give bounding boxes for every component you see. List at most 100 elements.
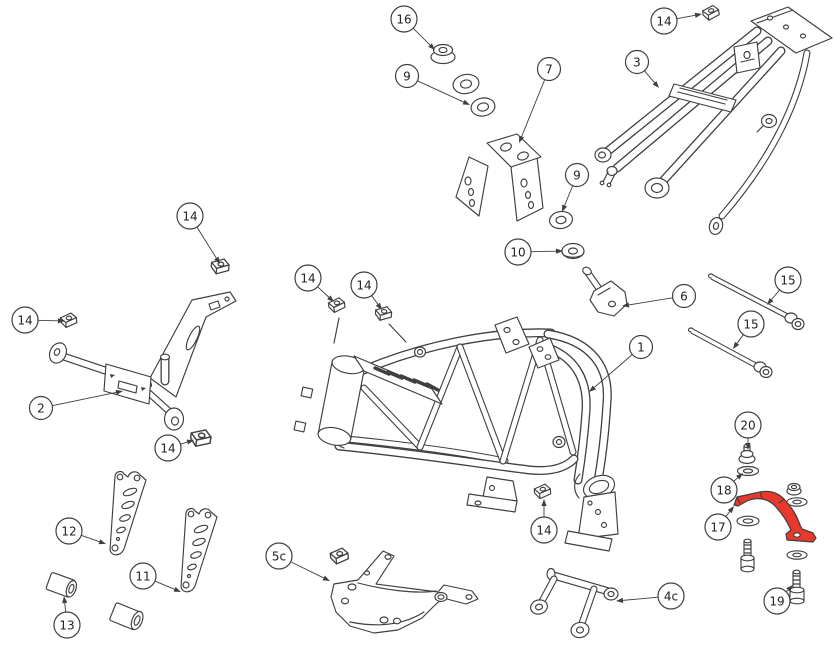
callout-15[interactable]: 15 (733, 310, 765, 349)
callout-balloon[interactable] (350, 271, 378, 299)
callout-17[interactable]: 17 (704, 506, 734, 541)
callout-14[interactable]: 14 (650, 7, 702, 35)
leader-line (593, 354, 633, 388)
part-clip-nuts-14 (59, 4, 721, 565)
leader-line (530, 250, 557, 253)
callout-balloon[interactable] (530, 516, 558, 544)
callout-11[interactable]: 11 (129, 562, 181, 592)
leader-arrow (98, 539, 106, 545)
callout-16[interactable]: 16 (390, 5, 435, 50)
callout-balloon[interactable] (390, 5, 418, 33)
callout-1[interactable]: 1 (589, 334, 654, 393)
part-long-bolt-15-upper (707, 273, 805, 331)
callout-balloon[interactable] (734, 411, 762, 439)
callout-14[interactable]: 14 (530, 499, 558, 544)
callout-label: 7 (545, 62, 553, 76)
leader-arrow (214, 256, 220, 264)
tube-fill (711, 275, 790, 319)
callout-label: 6 (680, 289, 688, 303)
callout-balloon[interactable] (763, 587, 791, 615)
hardware-group-right (733, 443, 817, 605)
callout-label: 16 (396, 12, 411, 26)
callout-5c[interactable]: 5c (265, 542, 330, 581)
callout-18[interactable]: 18 (710, 473, 743, 504)
callout-balloon[interactable] (650, 7, 678, 35)
callout-balloon[interactable] (657, 582, 685, 610)
callout-balloon[interactable] (129, 562, 157, 590)
callout-balloon[interactable] (536, 56, 562, 82)
tube-fill (719, 50, 810, 219)
callout-4c[interactable]: 4c (616, 582, 685, 610)
leader-arrow (767, 297, 774, 305)
callout-balloon[interactable] (265, 542, 293, 570)
callout-6[interactable]: 6 (622, 283, 697, 309)
leader-line (417, 80, 464, 103)
callout-balloon[interactable] (394, 63, 420, 89)
leader-arrow (519, 135, 525, 143)
callout-balloon[interactable] (671, 283, 697, 309)
callout-balloon[interactable] (737, 310, 765, 338)
callout-15[interactable]: 15 (767, 266, 802, 305)
leader-arrow (375, 302, 382, 310)
callout-balloon[interactable] (53, 611, 81, 639)
leader-arrow (616, 597, 624, 603)
callout-14[interactable]: 14 (350, 271, 382, 310)
part-bolt-19 (789, 569, 805, 605)
leader-line (317, 286, 330, 298)
leader-arrow (727, 506, 734, 514)
leader-line (733, 477, 739, 482)
leader-arrow (62, 596, 68, 604)
leader-arrow (322, 575, 330, 581)
tube-fill (333, 435, 508, 464)
callout-14[interactable]: 14 (294, 264, 334, 302)
callout-balloon[interactable] (11, 306, 39, 334)
callout-balloon[interactable] (176, 202, 204, 230)
callout-balloon[interactable] (704, 513, 732, 541)
tube-fill (335, 442, 578, 474)
callout-19[interactable]: 19 (763, 585, 793, 615)
callout-12[interactable]: 12 (55, 517, 106, 545)
leader-line (412, 27, 431, 46)
leader-arrow (562, 204, 568, 212)
callout-2[interactable]: 2 (28, 389, 124, 421)
callout-9[interactable]: 9 (562, 162, 590, 213)
callout-balloon[interactable] (28, 395, 54, 421)
callout-balloon[interactable] (710, 476, 738, 504)
callout-balloon[interactable] (504, 238, 532, 266)
callout-balloon[interactable] (628, 334, 654, 360)
callout-13[interactable]: 13 (53, 596, 81, 639)
leader-line (644, 70, 655, 83)
leader-arrow (733, 341, 740, 349)
callout-label: 15 (780, 273, 795, 287)
callout-balloon[interactable] (294, 264, 322, 292)
leader-line (676, 14, 696, 20)
callout-20[interactable]: 20 (734, 411, 762, 450)
callout-label: 2 (37, 401, 45, 415)
callout-balloon[interactable] (774, 266, 802, 294)
tube-fill (544, 330, 611, 490)
leader-arrow (541, 499, 547, 506)
callout-14[interactable]: 14 (154, 434, 194, 462)
callout-balloon[interactable] (55, 517, 83, 545)
part-nut-10 (561, 242, 585, 260)
callout-9[interactable]: 9 (394, 63, 471, 106)
callout-balloon[interactable] (564, 162, 590, 188)
callout-label: 14 (300, 271, 315, 285)
callout-balloon[interactable] (624, 49, 650, 75)
leader-line (64, 602, 67, 613)
callout-7[interactable]: 7 (519, 56, 562, 144)
callout-label: 5c (272, 549, 286, 563)
part-washer-right-lower (786, 550, 808, 560)
part-highlighted-bracket-17[interactable] (733, 490, 817, 543)
steering-head-tube (317, 355, 366, 446)
callout-14[interactable]: 14 (11, 306, 65, 334)
callout-14[interactable]: 14 (176, 202, 220, 264)
callout-label: 14 (536, 523, 551, 537)
callout-10[interactable]: 10 (504, 238, 563, 266)
leader-line (371, 295, 379, 305)
callout-label: 18 (716, 483, 731, 497)
leader-arrow (652, 80, 659, 88)
callout-balloon[interactable] (154, 434, 182, 462)
callout-3[interactable]: 3 (624, 49, 660, 89)
leader-arrow (622, 302, 630, 308)
